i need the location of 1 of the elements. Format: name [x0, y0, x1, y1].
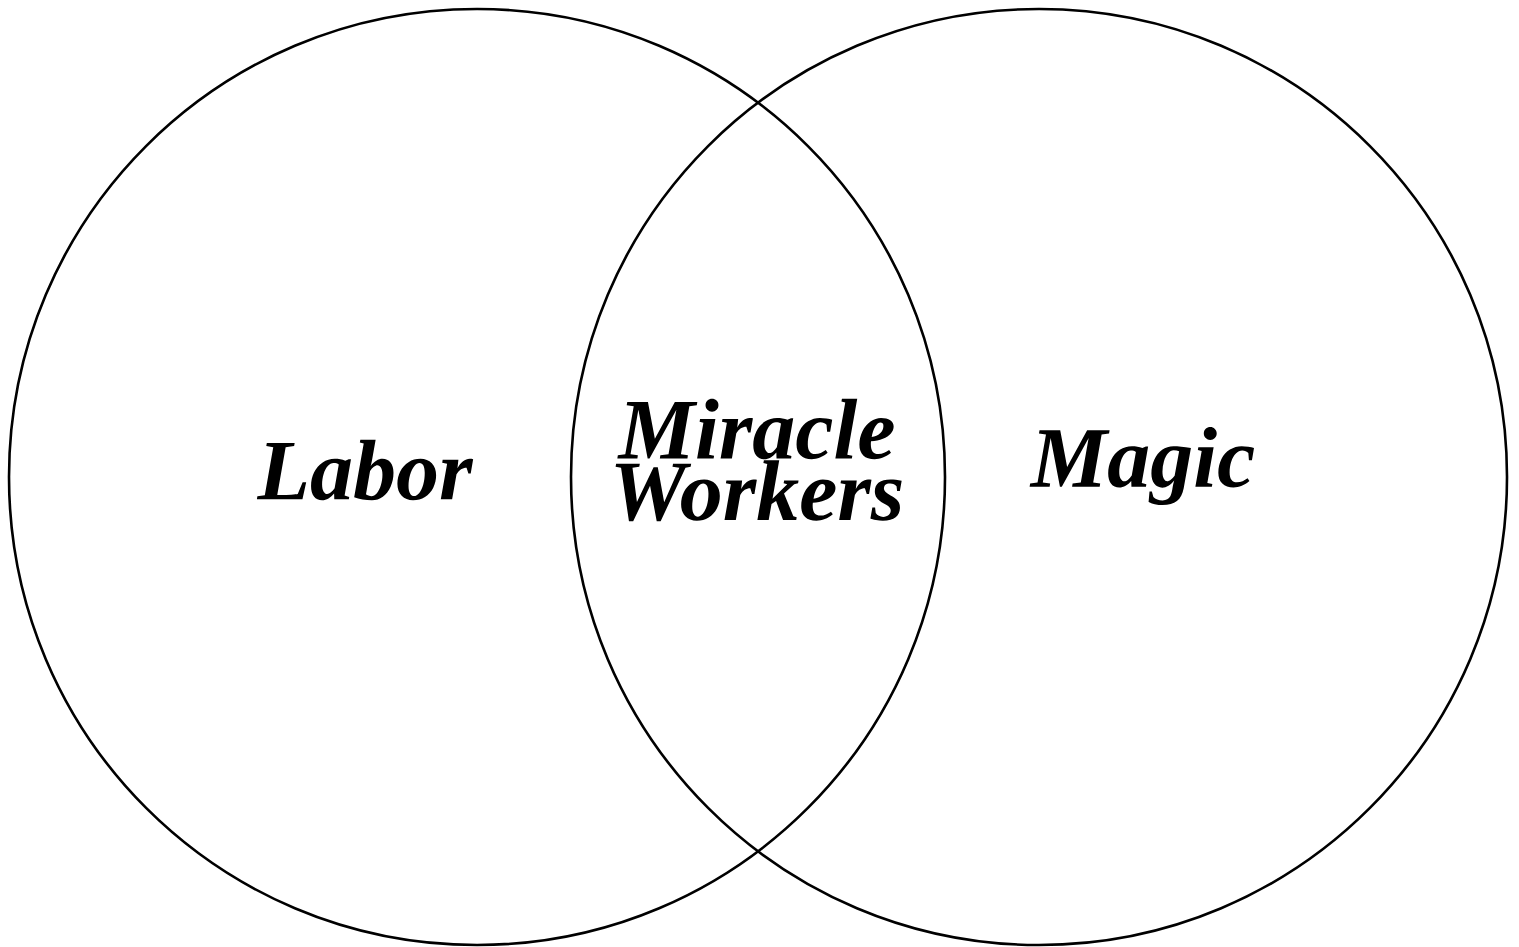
overlap-label: Miracle Workers [615, 398, 902, 522]
